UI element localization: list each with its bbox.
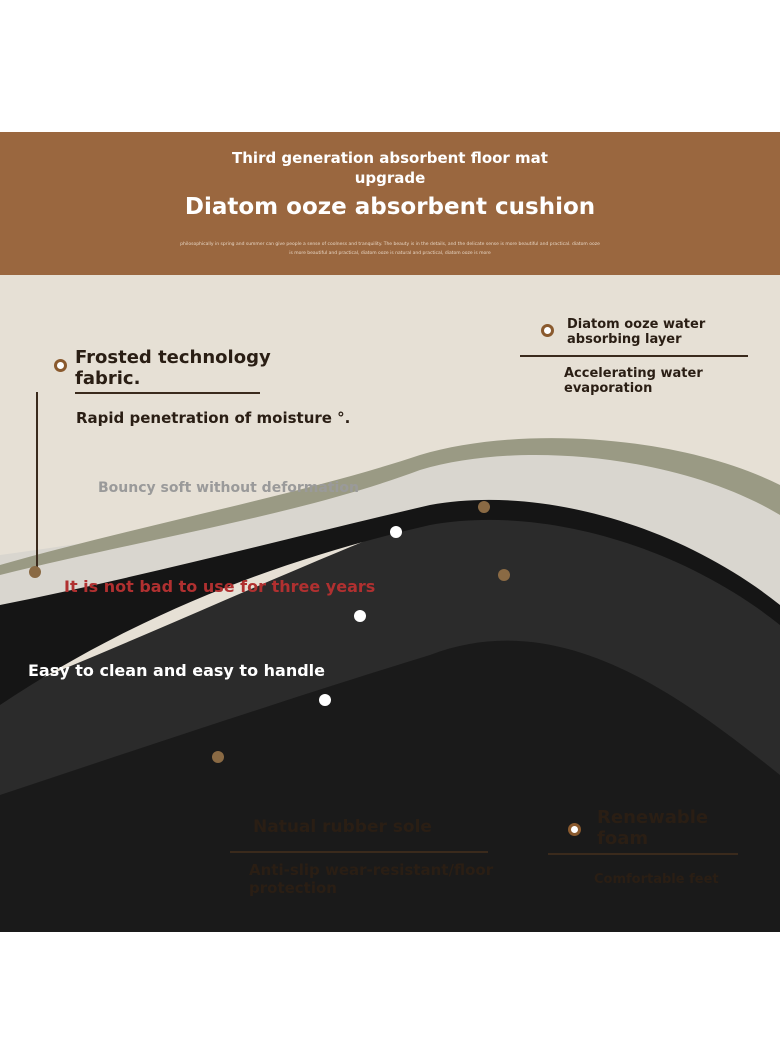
leader-line xyxy=(548,853,738,855)
foam-title: Renewable foam xyxy=(597,807,709,849)
bullet-icon xyxy=(541,324,554,337)
bullet-icon xyxy=(54,359,67,372)
marker-rubber xyxy=(212,751,224,763)
rubber-desc: Anti-slip wear-resistant/floor protectio… xyxy=(249,861,494,897)
overlay-clean: Easy to clean and easy to handle xyxy=(28,661,325,680)
header-subtitle: Third generation absorbent floor mat upg… xyxy=(232,149,548,187)
header-banner: Third generation absorbent floor mat upg… xyxy=(0,132,780,275)
divider xyxy=(230,851,488,853)
divider xyxy=(75,392,260,394)
divider xyxy=(520,355,748,357)
header-fine-print: philosophically in spring and summer can… xyxy=(180,242,600,256)
product-illustration: Bouncy soft without deformation It is no… xyxy=(0,275,780,932)
marker-diatom xyxy=(478,501,490,513)
marker-clean xyxy=(319,694,331,706)
marker-fabric xyxy=(29,566,41,578)
marker-foam xyxy=(498,569,510,581)
mat-layers-graphic xyxy=(0,438,780,932)
diatom-title: Diatom ooze water absorbing layer xyxy=(567,317,706,347)
header-title: Diatom ooze absorbent cushion xyxy=(184,194,596,220)
fabric-desc: Rapid penetration of moisture °. xyxy=(76,409,351,427)
leader-line xyxy=(36,392,38,572)
rubber-title: Natual rubber sole xyxy=(253,817,432,837)
fabric-title: Frosted technology fabric. xyxy=(75,347,271,389)
foam-desc: Comfortable feet xyxy=(594,872,719,887)
marker-years xyxy=(354,610,366,622)
marker-bouncy xyxy=(390,526,402,538)
overlay-years: It is not bad to use for three years xyxy=(64,577,376,596)
bullet-icon xyxy=(568,823,581,836)
diatom-desc: Accelerating water evaporation xyxy=(564,366,703,396)
overlay-bouncy: Bouncy soft without deformation xyxy=(98,480,359,496)
